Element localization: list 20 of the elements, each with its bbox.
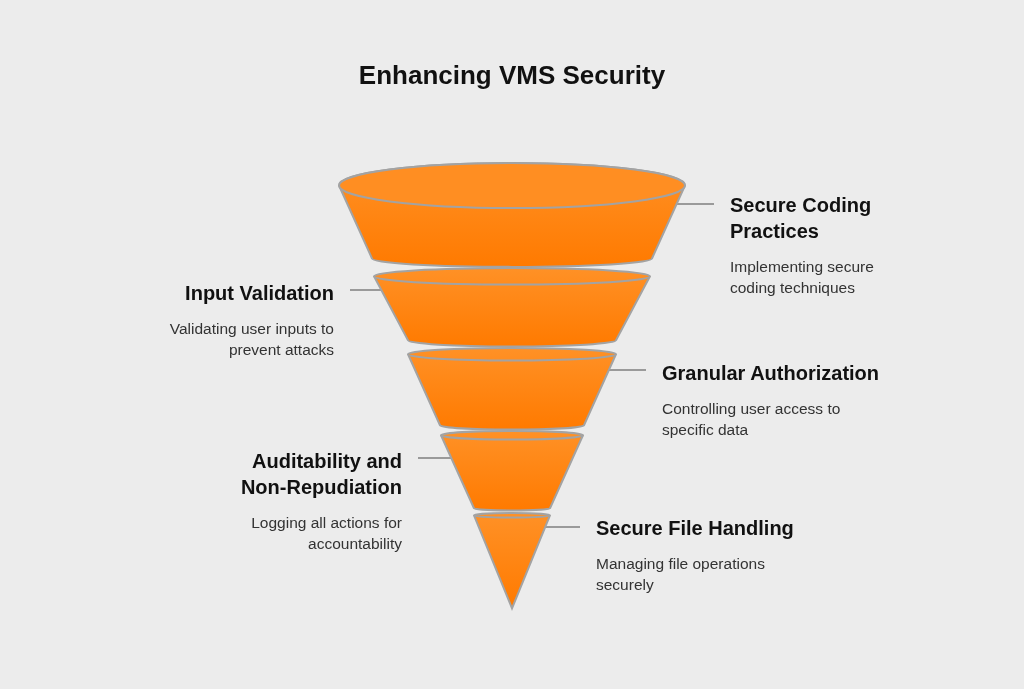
step-heading: Secure Coding Practices [730,193,873,244]
leader-line [675,203,715,205]
leader-line [544,526,581,528]
step-description: Validating user inputs to prevent attacks [168,319,334,360]
leader-line [349,289,383,291]
step-description: Logging all actions for accountability [250,513,402,554]
step-heading: Input Validation [184,281,334,306]
diagram-title: Enhancing VMS Security [357,60,667,91]
step-heading: Auditability and Non-Repudiation [239,449,402,500]
step-description: Controlling user access to specific data [662,399,842,440]
funnel-segment [439,428,585,513]
funnel-segment [406,345,618,432]
step-description: Managing file operations securely [596,554,766,595]
funnel-segment [472,510,552,610]
funnel-segment [337,160,687,269]
funnel-segment [372,265,652,349]
leader-line [417,457,453,459]
step-heading: Secure File Handling [596,516,795,541]
step-heading: Granular Authorization [662,361,881,386]
step-description: Implementing secure coding techniques [730,257,875,298]
